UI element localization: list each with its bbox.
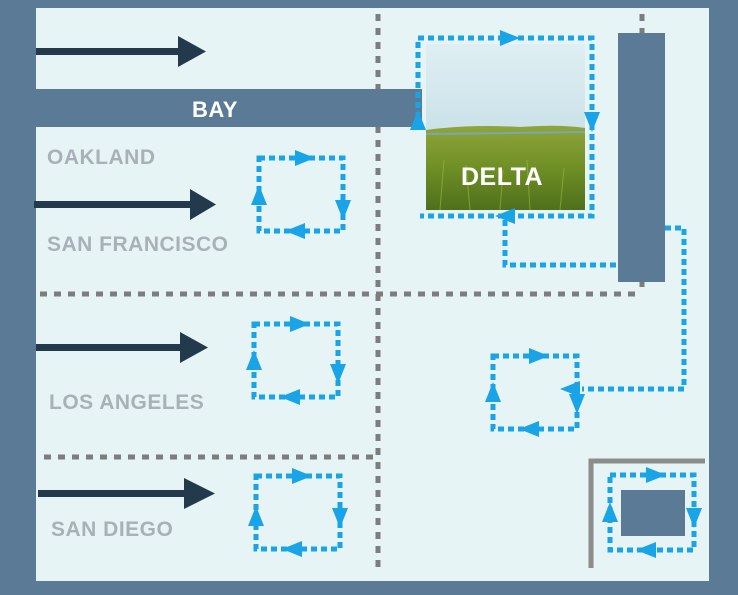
bay-bar	[36, 89, 422, 127]
flow-arrowheads	[246, 30, 702, 558]
right-arrow-icon	[36, 332, 208, 363]
los-angeles-label: LOS ANGELES	[49, 391, 205, 414]
bay-label: BAY	[192, 97, 238, 122]
storage-box	[621, 490, 685, 536]
delta-image	[425, 44, 586, 211]
oakland-label: OAKLAND	[47, 146, 156, 169]
delta-loop	[415, 35, 595, 219]
san-diego-label: SAN DIEGO	[51, 518, 174, 541]
corner-bracket	[588, 458, 705, 568]
right-bar	[618, 33, 665, 282]
right-connector	[582, 225, 687, 392]
delta-outflow	[502, 220, 618, 268]
right-arrow-icon	[36, 36, 206, 67]
san-francisco-label: SAN FRANCISCO	[47, 233, 229, 256]
inflow-arrows	[34, 36, 216, 509]
right-arrow-icon	[34, 189, 216, 220]
right-arrow-icon	[38, 478, 215, 509]
delta-label: DELTA	[461, 163, 544, 191]
